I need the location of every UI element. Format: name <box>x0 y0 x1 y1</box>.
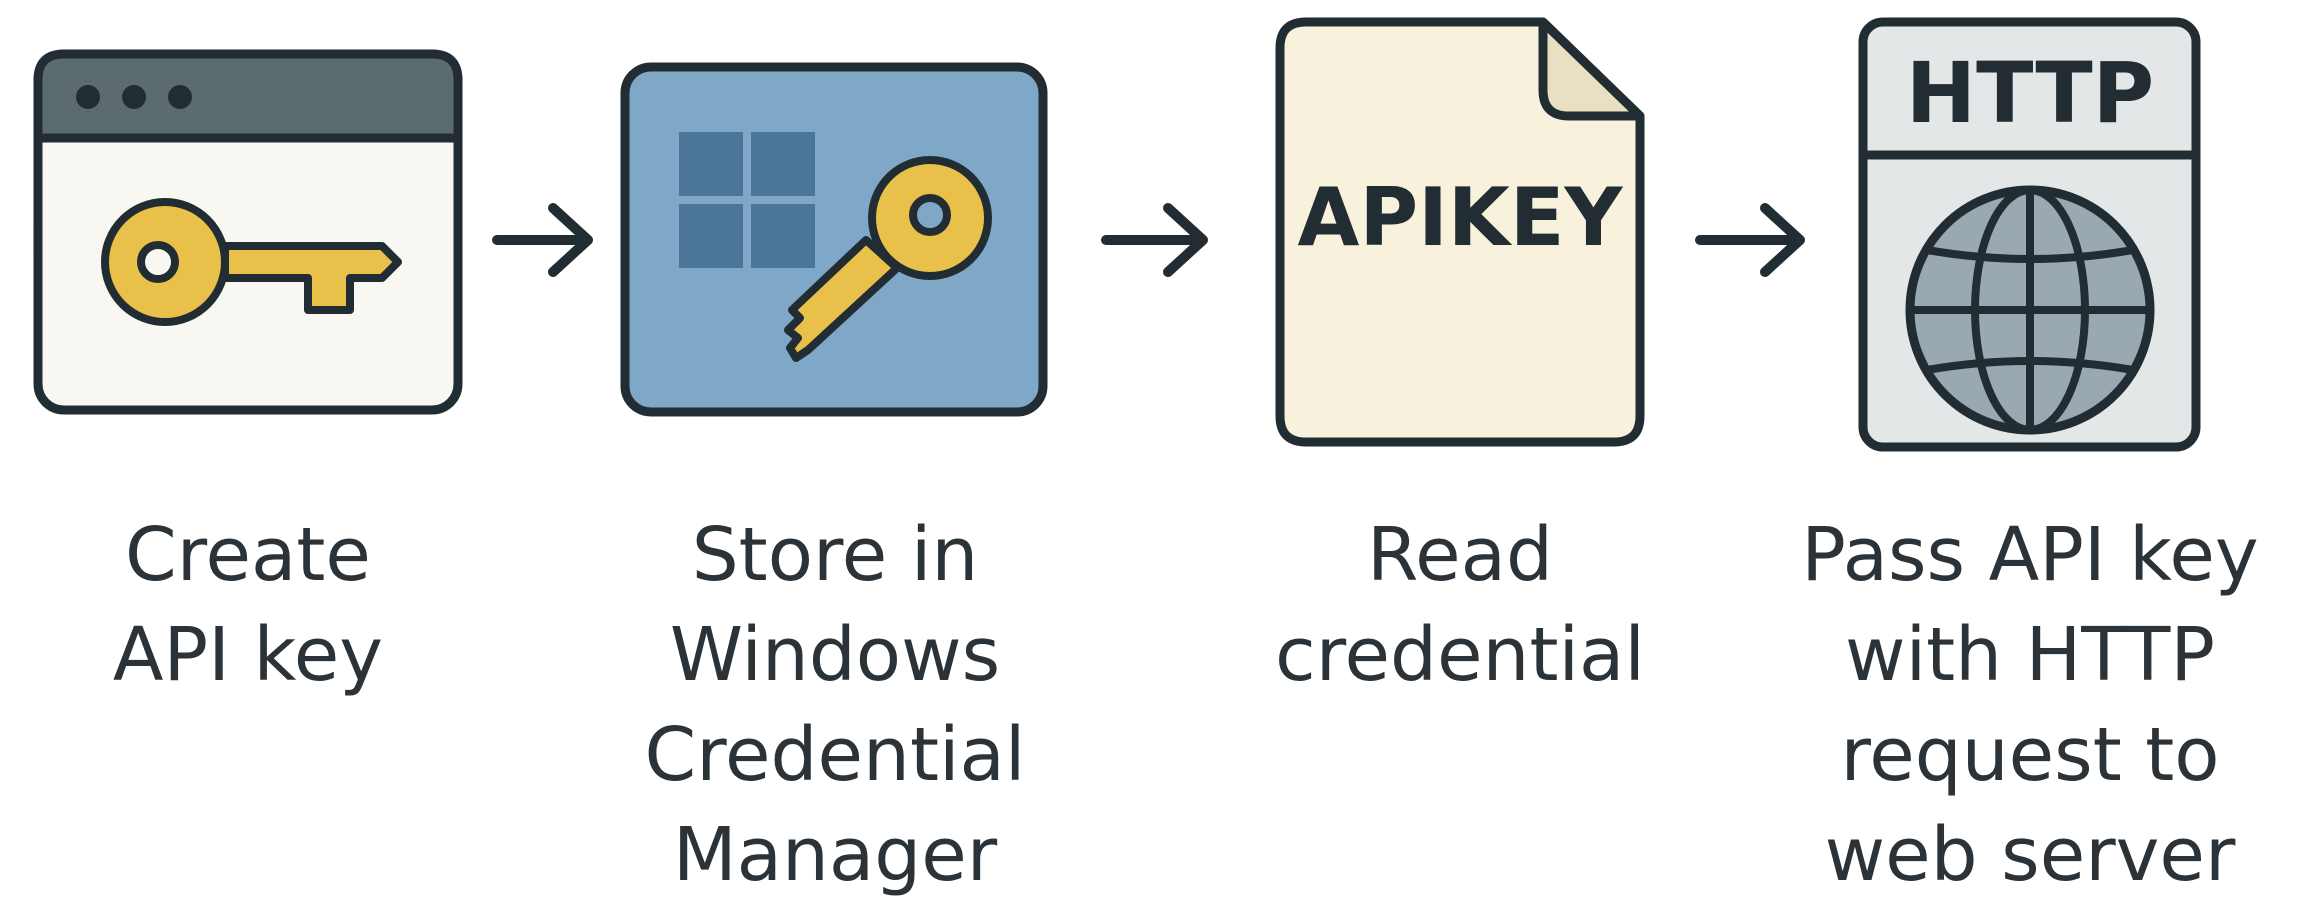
window-dot-icon <box>168 85 192 109</box>
step-4-label-line: with HTTP <box>1845 612 2215 698</box>
step-2-label-line: Credential <box>644 712 1026 798</box>
key-icon <box>101 198 402 326</box>
right-arrow-icon <box>492 203 593 277</box>
windows-logo-icon <box>679 132 815 268</box>
step-4-label-line: web server <box>1824 812 2236 898</box>
right-arrow-icon <box>1101 203 1208 277</box>
step-2-label-line: Windows <box>669 612 1001 698</box>
globe-icon <box>1905 185 2155 435</box>
step-2-label-line: Store in <box>691 512 979 598</box>
step-2-label: Store in Windows Credential Manager <box>600 505 1070 905</box>
step-4-label-line: request to <box>1840 712 2220 798</box>
http-header-text: HTTP <box>1906 44 2154 142</box>
http-globe-icon: HTTP <box>1858 17 2201 452</box>
step-3-label-line: credential <box>1275 612 1645 698</box>
step-2-label-line: Manager <box>672 812 998 898</box>
step-4-label-line: Pass API key <box>1801 512 2259 598</box>
step-3-label: Read credential <box>1240 505 1680 705</box>
window-dot-icon <box>76 85 100 109</box>
window-dot-icon <box>122 85 146 109</box>
step-1-label-line: API key <box>112 612 384 698</box>
step-3-label-line: Read <box>1367 512 1553 598</box>
document-icon: APIKEY <box>1275 17 1645 447</box>
windows-credential-key-icon <box>620 62 1048 417</box>
step-1-label: Create API key <box>38 505 458 705</box>
step-4-label: Pass API key with HTTP request to web se… <box>1760 505 2300 905</box>
browser-window-key-icon <box>33 49 463 415</box>
right-arrow-icon <box>1695 203 1805 277</box>
key-icon <box>784 156 992 362</box>
step-1-label-line: Create <box>125 512 371 598</box>
document-apikey-text: APIKEY <box>1298 171 1624 264</box>
